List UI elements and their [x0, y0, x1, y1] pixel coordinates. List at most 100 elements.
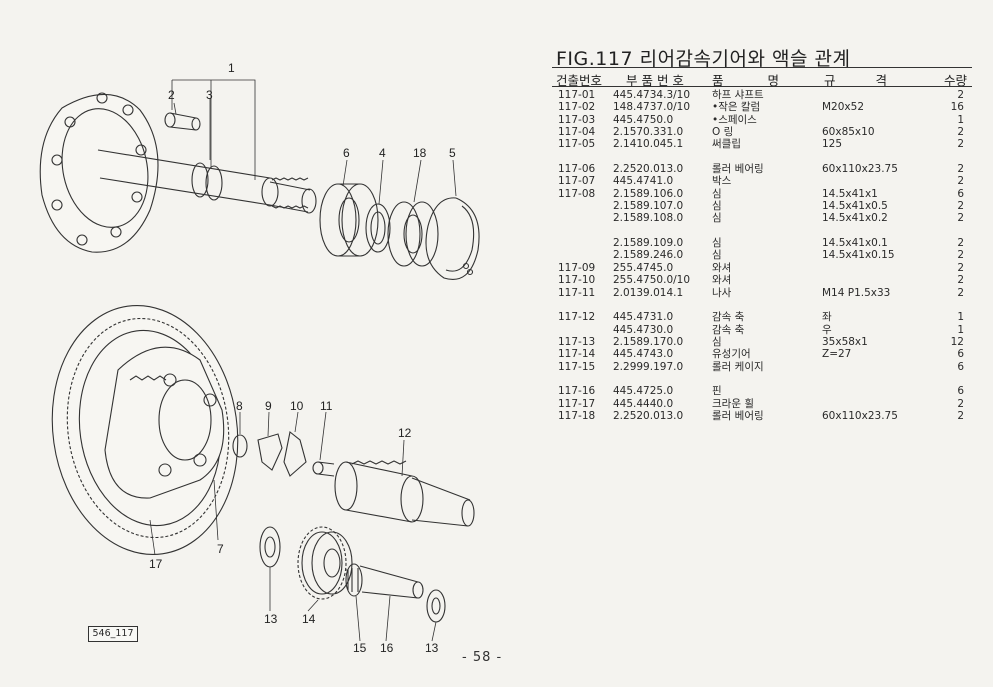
header-underline: [552, 86, 972, 87]
cell-name: 써클립: [712, 138, 741, 151]
cell-spec: 60x110x23.75: [822, 409, 898, 422]
cell-name: 크라운 휠: [712, 397, 754, 410]
cell-ref-no: 117-03: [558, 113, 596, 126]
cell-qty: 6: [957, 360, 964, 373]
cell-ref-no: 117-09: [558, 261, 596, 274]
reduction-shaft: [334, 460, 475, 527]
callout-13-upper: 13: [264, 612, 278, 626]
cell-part-no: 445.4741.0: [613, 175, 674, 188]
cell-part-no: 255.4750.0/10: [613, 274, 691, 287]
callout-8: 8: [236, 399, 243, 413]
shim-13-lower: [426, 589, 446, 623]
cell-part-no: 445.4440.0: [613, 397, 674, 410]
cell-part-no: 2.0139.014.1: [613, 286, 684, 299]
header-name: 품 명: [712, 73, 779, 88]
circlip: [425, 197, 480, 280]
cell-qty: 2: [957, 409, 964, 422]
row-gap: [558, 151, 970, 163]
title-underline: [552, 67, 972, 68]
header-qty: 수량: [944, 73, 968, 88]
cell-name: 심: [712, 249, 722, 262]
cell-qty: 6: [957, 385, 964, 398]
cell-qty: 1: [957, 323, 964, 336]
cell-ref-no: 117-13: [558, 335, 596, 348]
callout-9: 9: [265, 399, 272, 413]
cell-name: 하프 샤프트: [712, 89, 764, 101]
cell-name: 심: [712, 335, 722, 348]
cell-qty: 2: [957, 286, 964, 299]
cell-part-no: 2.1589.108.0: [613, 212, 684, 225]
exploded-parts-drawing: 1 2 3 6 4 18 5 8 9 10 11 12 7 17 13 14 1…: [39, 61, 480, 655]
cell-part-no: 445.4730.0: [613, 323, 674, 336]
cell-name: •작은 칼럼: [712, 101, 761, 114]
cell-name: O 링: [712, 126, 734, 139]
cell-qty: 2: [957, 126, 964, 139]
cell-ref-no: 117-07: [558, 175, 596, 188]
roller-bearing-18: [387, 201, 439, 267]
callout-13-lower: 13: [425, 641, 439, 655]
cell-ref-no: 117-17: [558, 397, 596, 410]
callout-12: 12: [398, 426, 412, 440]
cell-name: 와셔: [712, 261, 732, 274]
cell-ref-no: 117-15: [558, 360, 596, 373]
cell-spec: 14.5x41x0.15: [822, 249, 895, 262]
callout-18: 18: [413, 146, 427, 160]
cell-part-no: 2.1589.106.0: [613, 187, 684, 200]
cell-name: 심: [712, 212, 722, 225]
cell-spec: 14.5x41x1: [822, 187, 878, 200]
cell-qty: 2: [957, 89, 964, 101]
callout-16: 16: [380, 641, 394, 655]
cell-ref-no: 117-02: [558, 101, 596, 114]
cell-qty: 2: [957, 397, 964, 410]
cell-qty: 2: [957, 274, 964, 287]
cell-qty: 2: [957, 237, 964, 250]
cell-spec: 125: [822, 138, 843, 151]
cell-qty: 2: [957, 261, 964, 274]
callout-15: 15: [353, 641, 367, 655]
small-column-bolt: [164, 112, 201, 131]
cell-name: 심: [712, 237, 722, 250]
cell-ref-no: 117-05: [558, 138, 596, 151]
cell-spec: 60x110x23.75: [822, 163, 898, 176]
cell-spec: 35x58x1: [822, 335, 868, 348]
cell-name: 롤러 케이지: [712, 360, 764, 373]
row-gap: [558, 225, 970, 237]
cell-qty: 1: [957, 311, 964, 324]
callout-2: 2: [168, 88, 175, 102]
cell-spec: 좌: [822, 311, 832, 324]
cell-part-no: 2.1589.107.0: [613, 200, 684, 213]
plate-10: [283, 431, 307, 477]
cell-part-no: 255.4745.0: [613, 261, 674, 274]
cell-ref-no: 117-04: [558, 126, 596, 139]
cell-part-no: 445.4750.0: [613, 113, 674, 126]
callout-11: 11: [320, 399, 333, 413]
cell-spec: Z=27: [822, 348, 852, 361]
cell-part-no: 2.1410.045.1: [613, 138, 684, 151]
cell-ref-no: 117-16: [558, 385, 596, 398]
callout-10: 10: [290, 399, 304, 413]
page-number: - 58 -: [462, 650, 503, 665]
cell-name: 감속 축: [712, 311, 745, 324]
cell-ref-no: 117-06: [558, 163, 596, 176]
table-row: 117-17 445.4440.0 크라운 휠 2: [558, 398, 970, 410]
cell-qty: 6: [957, 348, 964, 361]
callout-7: 7: [217, 542, 224, 556]
cell-spec: M20x52: [822, 101, 864, 114]
cell-part-no: 148.4737.0/10: [613, 101, 691, 114]
